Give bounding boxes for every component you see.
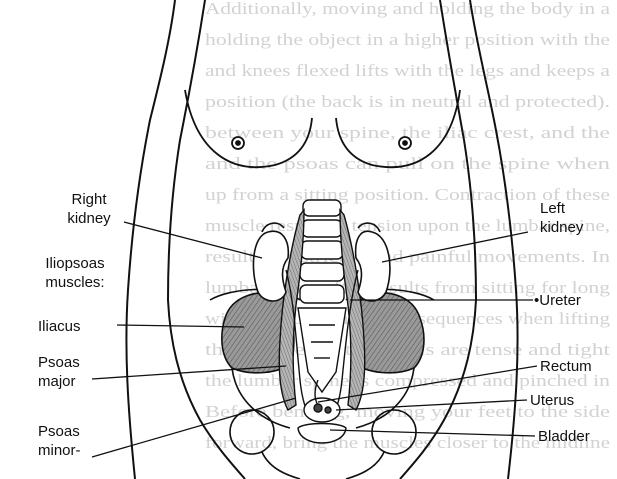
- background-text-line: Additionally, moving and holding the bod…: [205, 0, 611, 18]
- background-text-line: and the psoas can pull on the spine when: [205, 154, 611, 173]
- label-iliopsoas-line1: Iliopsoas: [34, 254, 116, 273]
- label-psoas-major: Psoas major: [38, 353, 80, 391]
- label-iliacus: Iliacus: [38, 317, 81, 336]
- background-text-line: position (the back is in neutral and pro…: [205, 92, 610, 111]
- background-text-line: holding the object in a higher position …: [205, 30, 610, 49]
- label-psoas-major-line1: Psoas: [38, 353, 80, 372]
- label-psoas-minor: Psoas minor-: [38, 422, 81, 460]
- label-bladder: Bladder: [538, 427, 590, 446]
- label-psoas-minor-line1: Psoas: [38, 422, 81, 441]
- label-psoas-major-line2: major: [38, 372, 80, 391]
- label-right-kidney: Right kidney: [56, 190, 122, 228]
- background-text-line: and knees flexed lifts with the legs and…: [205, 61, 611, 80]
- label-right-kidney-line2: kidney: [56, 209, 122, 228]
- right-kidney-shape: [253, 231, 288, 301]
- spine: [298, 200, 346, 392]
- label-left-kidney: Left kidney: [540, 199, 583, 237]
- label-iliopsoas-line2: muscles:: [34, 273, 116, 292]
- label-left-kidney-line1: Left: [540, 199, 583, 218]
- left-kidney-shape: [356, 231, 390, 301]
- label-uterus: Uterus: [530, 391, 574, 410]
- label-psoas-minor-line2: minor-: [38, 441, 81, 460]
- background-text-line: between your spine, the iliac crest, and…: [205, 123, 610, 142]
- label-rectum: Rectum: [540, 357, 592, 376]
- label-right-kidney-line1: Right: [56, 190, 122, 209]
- label-iliopsoas-muscles: Iliopsoas muscles:: [34, 254, 116, 292]
- label-left-kidney-line2: kidney: [540, 218, 583, 237]
- label-ureter: •Ureter: [534, 291, 581, 310]
